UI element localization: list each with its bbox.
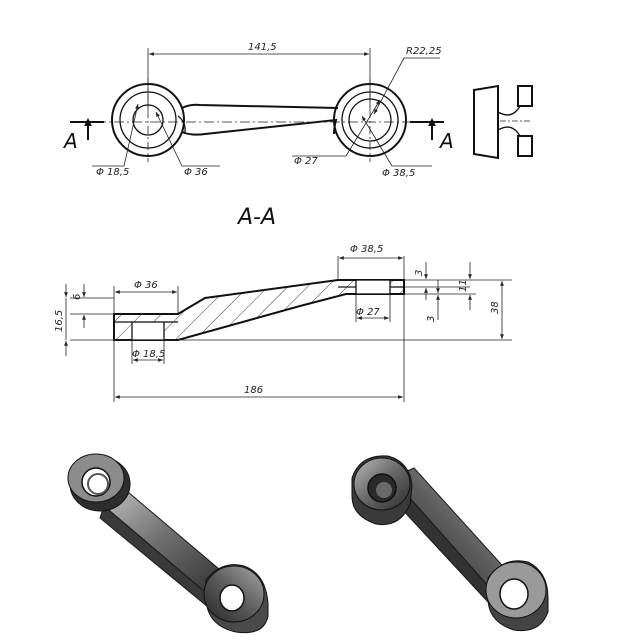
dim-right-inner-dia: Φ 27 bbox=[294, 156, 318, 167]
dim-11: 11 bbox=[458, 279, 469, 292]
dim-38: 38 bbox=[490, 301, 501, 314]
section-title: A-A bbox=[236, 205, 276, 230]
dim-left-bottom-diameter: Φ 18,5 bbox=[132, 349, 165, 360]
section-mark-left: A bbox=[62, 129, 78, 153]
dim-center-distance: 141,5 bbox=[248, 42, 277, 53]
section-mark-right: A bbox=[438, 129, 454, 153]
dim-left-outer-dia: Φ 36 bbox=[184, 167, 208, 178]
dim-radius: R22,25 bbox=[406, 46, 442, 57]
dim-bottom-diameter: Φ 27 bbox=[356, 307, 380, 318]
side-view bbox=[473, 84, 533, 160]
dim-top-diameter: Φ 38,5 bbox=[350, 244, 383, 255]
dim-186: 186 bbox=[244, 385, 263, 396]
dim-16-5: 16,5 bbox=[54, 310, 65, 332]
dim-6: 6 bbox=[72, 294, 83, 300]
render-left bbox=[67, 453, 269, 634]
dim-3-top: 3 bbox=[414, 270, 425, 276]
render-right bbox=[351, 455, 549, 632]
dim-left-inner-dia: Φ 18,5 bbox=[96, 167, 129, 178]
top-view: 141,5 Φ 18,5 Φ 36 Φ 27 Φ 38,5 R22,25 bbox=[62, 42, 533, 179]
dim-3-bottom: 3 bbox=[426, 316, 437, 322]
section-view: Φ 38,5 Φ 27 Φ 36 Φ 18,5 6 16,5 3 3 bbox=[54, 244, 512, 402]
dim-right-outer-dia: Φ 38,5 bbox=[382, 168, 415, 179]
dim-left-diameter: Φ 36 bbox=[134, 280, 158, 291]
